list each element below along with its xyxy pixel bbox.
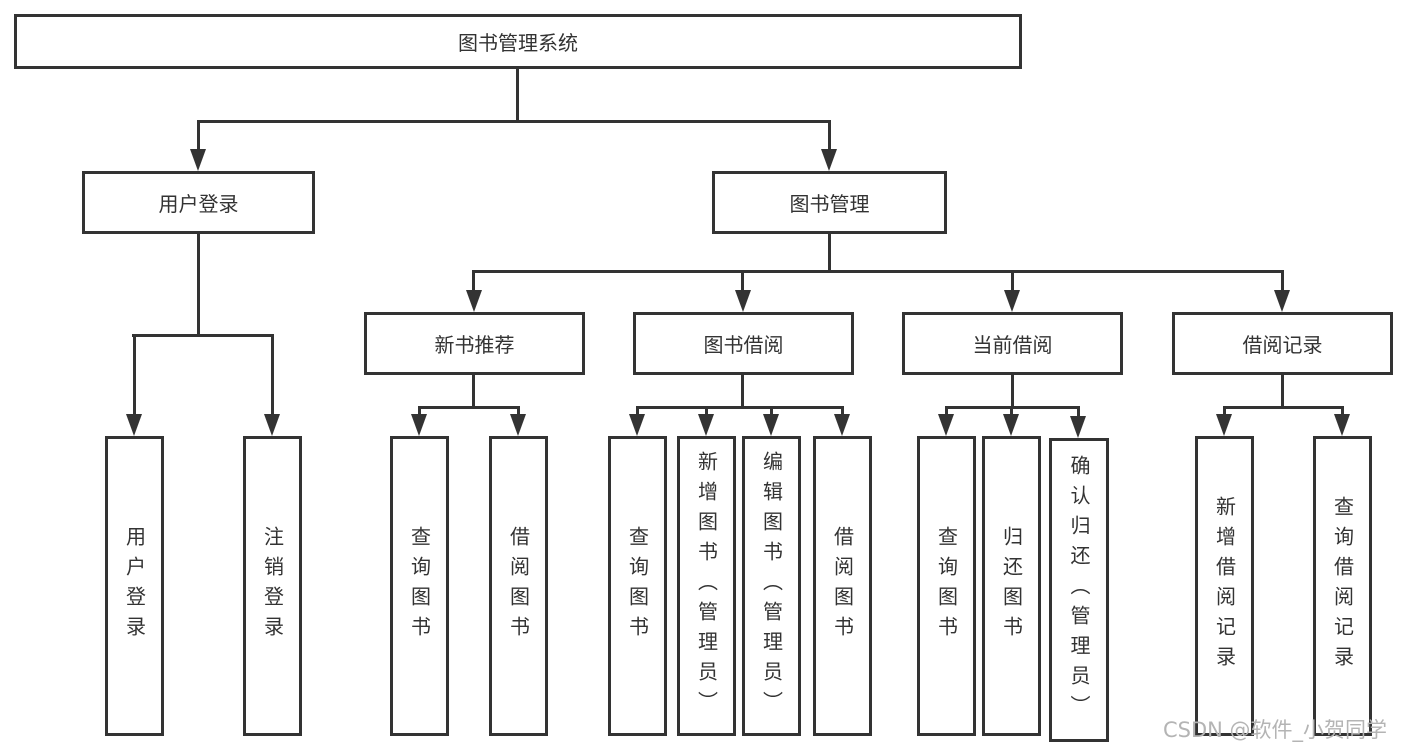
node-book-management: 图书管理 [712, 171, 947, 234]
leaf-edit-book-admin: 编辑图书（管理员） [742, 436, 801, 736]
connector-root-stub [516, 69, 519, 120]
leaf-query-borrow-record: 查询借阅记录 [1313, 436, 1372, 736]
arrow-down-icon [1216, 414, 1232, 436]
arrow-down-icon [510, 414, 526, 436]
leaf-query-book: 查询图书 [608, 436, 667, 736]
connector-line [1281, 270, 1284, 290]
leaf-user-login: 用户登录 [105, 436, 164, 736]
leaf-add-book-admin: 新增图书（管理员） [677, 436, 736, 736]
connector-user-login-branch [132, 334, 274, 337]
leaf-query-book: 查询图书 [390, 436, 449, 736]
connector-line [418, 406, 421, 414]
connector-line [133, 334, 136, 414]
connector-line [705, 406, 708, 414]
leaf-label: 归还图书 [999, 526, 1024, 646]
leaf-label: 新增借阅记录 [1212, 496, 1237, 676]
connector-book-mgmt-branch [472, 270, 1284, 273]
arrow-down-icon [629, 414, 645, 436]
node-book-borrowing: 图书借阅 [633, 312, 854, 375]
connector-line [1011, 270, 1014, 290]
connector-stub [741, 375, 744, 406]
connector-stub [1011, 375, 1014, 406]
leaf-borrow-book: 借阅图书 [813, 436, 872, 736]
connector-line [517, 406, 520, 414]
leaf-label: 查询图书 [407, 526, 432, 646]
leaf-query-book: 查询图书 [917, 436, 976, 736]
leaf-confirm-return-admin: 确认归还（管理员） [1049, 438, 1109, 742]
leaf-return-book: 归还图书 [982, 436, 1041, 736]
connector-line [1341, 406, 1344, 414]
connector-branch [1223, 406, 1344, 409]
leaf-label: 查询借阅记录 [1330, 496, 1355, 676]
arrow-down-icon [1003, 414, 1019, 436]
connector-line [271, 334, 274, 414]
leaf-logout: 注销登录 [243, 436, 302, 736]
node-current-borrowing: 当前借阅 [902, 312, 1123, 375]
leaf-borrow-book: 借阅图书 [489, 436, 548, 736]
connector-line [1077, 406, 1080, 416]
leaf-add-borrow-record: 新增借阅记录 [1195, 436, 1254, 736]
arrow-down-icon [1334, 414, 1350, 436]
arrow-down-icon [190, 149, 206, 171]
arrow-down-icon [698, 414, 714, 436]
connector-line [741, 270, 744, 290]
arrow-down-icon [264, 414, 280, 436]
connector-book-mgmt-stub [828, 234, 831, 270]
connector-stub [1281, 375, 1284, 406]
leaf-label: 确认归还（管理员） [1067, 455, 1091, 725]
arrow-down-icon [735, 290, 751, 312]
arrow-down-icon [411, 414, 427, 436]
node-new-book-recommend: 新书推荐 [364, 312, 585, 375]
node-borrowing-records: 借阅记录 [1172, 312, 1393, 375]
connector-line [945, 406, 948, 414]
connector-line [636, 406, 639, 414]
arrow-down-icon [1004, 290, 1020, 312]
connector-root-branch [197, 120, 831, 123]
node-library-system: 图书管理系统 [14, 14, 1022, 69]
connector-line [1010, 406, 1013, 414]
connector-line [828, 120, 831, 150]
leaf-label: 查询图书 [625, 526, 650, 646]
connector-branch [636, 406, 844, 409]
leaf-label: 编辑图书（管理员） [759, 451, 784, 721]
arrow-down-icon [834, 414, 850, 436]
connector-stub [472, 375, 475, 406]
leaf-label: 注销登录 [260, 526, 285, 646]
leaf-label: 借阅图书 [506, 526, 531, 646]
leaf-label: 用户登录 [122, 526, 147, 646]
arrow-down-icon [763, 414, 779, 436]
arrow-down-icon [1274, 290, 1290, 312]
leaf-label: 新增图书（管理员） [694, 451, 719, 721]
connector-user-login-stub [197, 234, 200, 334]
connector-branch [418, 406, 520, 409]
node-user-login: 用户登录 [82, 171, 315, 234]
connector-line [770, 406, 773, 414]
connector-line [197, 120, 200, 150]
arrow-down-icon [938, 414, 954, 436]
connector-line [841, 406, 844, 414]
csdn-watermark: CSDN @软件_小贺同学 [1163, 718, 1388, 742]
arrow-down-icon [1070, 416, 1086, 438]
arrow-down-icon [466, 290, 482, 312]
connector-line [1223, 406, 1226, 414]
connector-line [472, 270, 475, 290]
leaf-label: 查询图书 [934, 526, 959, 646]
leaf-label: 借阅图书 [830, 526, 855, 646]
arrow-down-icon [821, 149, 837, 171]
arrow-down-icon [126, 414, 142, 436]
